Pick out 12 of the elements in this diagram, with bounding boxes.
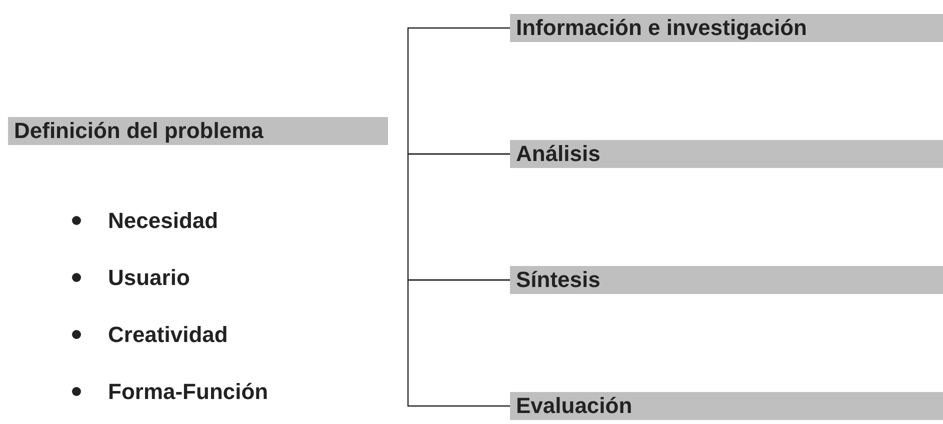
list-item-text: Creatividad [108, 322, 228, 348]
heading-bar: Definición del problema [8, 117, 388, 145]
heading-bar: Síntesis [510, 266, 943, 294]
list-item-text: Forma-Función [108, 378, 268, 404]
list-item-text: Usuario [108, 264, 190, 290]
connector-line [407, 279, 510, 407]
heading-bar: Análisis [510, 140, 943, 168]
connector-line [407, 27, 510, 155]
heading-bar: Evaluación [510, 392, 943, 420]
connector-line [407, 153, 510, 281]
heading-bar: Información e investigación [510, 14, 943, 42]
list-item-text: Necesidad [108, 208, 218, 234]
